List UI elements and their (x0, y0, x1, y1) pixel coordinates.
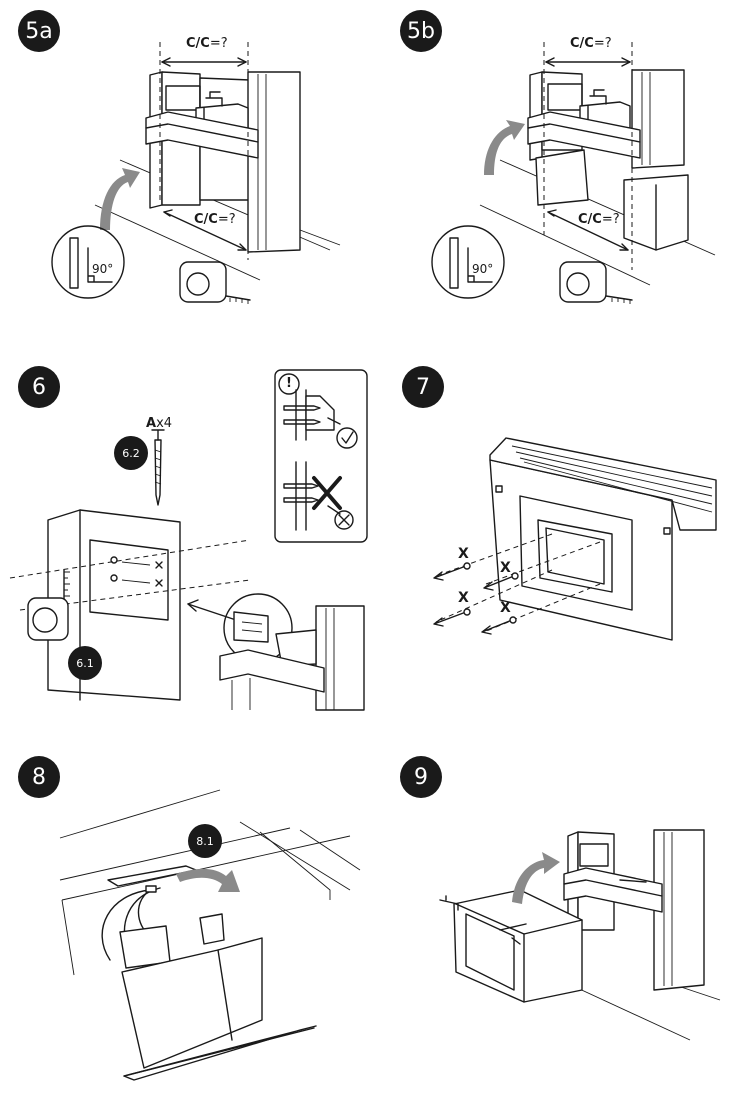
dimension-label-bold: C/C (570, 36, 594, 51)
screw-letter: A (146, 416, 157, 431)
dimension-label-bold: C/C (578, 212, 602, 227)
step-badge-5b: 5b (400, 10, 442, 52)
dimension-label-bottom-5b: C/C=? (578, 212, 620, 227)
dimension-label-bold: C/C (194, 212, 218, 227)
angle-label-5a: 90° (92, 262, 114, 276)
angle-label-5b: 90° (472, 262, 494, 276)
step-badge-8: 8 (18, 756, 60, 798)
screw-mark: X (458, 546, 469, 562)
screw-count: x4 (156, 416, 173, 431)
dimension-label-bottom-5a: C/C=? (194, 212, 236, 227)
dimension-label-rest: =? (593, 36, 612, 51)
dimension-label-bold: C/C (186, 36, 210, 51)
dimension-label-rest: =? (601, 212, 620, 227)
panel-7-illustration (433, 437, 717, 641)
step-badge-5a: 5a (18, 10, 60, 52)
panel-5a-illustration (51, 42, 341, 304)
dimension-label-top-5a: C/C=? (186, 36, 228, 51)
panel-8-illustration (59, 789, 361, 1081)
substep-badge-6-1: 6.1 (68, 646, 102, 680)
screw-quantity-label: Ax4 (146, 416, 172, 431)
substep-badge-6-2: 6.2 (114, 436, 148, 470)
dimension-label-rest: =? (209, 36, 228, 51)
dimension-label-rest: =? (217, 212, 236, 227)
screw-mark: X (500, 600, 511, 616)
step-badge-7: 7 (402, 366, 444, 408)
screw-mark: X (500, 560, 511, 576)
step-badge-6: 6 (18, 366, 60, 408)
panel-5b-illustration (431, 42, 716, 304)
dimension-label-top-5b: C/C=? (570, 36, 612, 51)
panel-9-illustration (439, 829, 721, 1041)
substep-badge-8-1: 8.1 (188, 824, 222, 858)
screw-mark: X (458, 590, 469, 606)
warning-icon: ! (286, 376, 292, 391)
step-badge-9: 9 (400, 756, 442, 798)
panel-6-illustration (9, 369, 368, 711)
